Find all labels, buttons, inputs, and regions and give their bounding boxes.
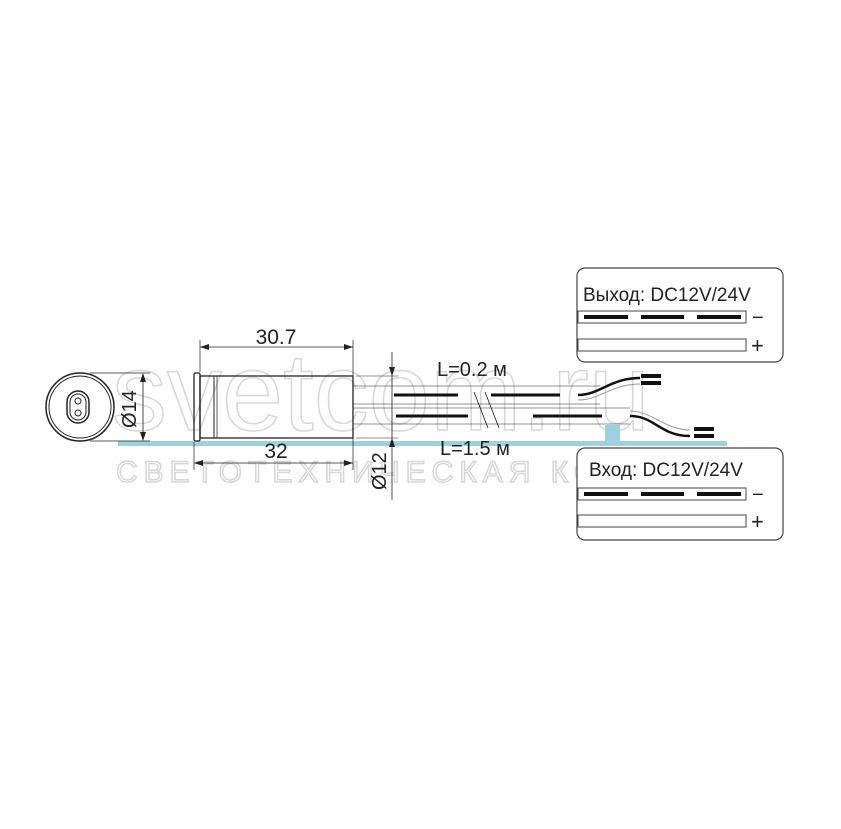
- wire-short-length: L=0.2 м: [437, 359, 507, 381]
- surface-tab: [605, 425, 620, 442]
- diameter-body-label: Ø12: [369, 452, 391, 490]
- sensor-front-view: [45, 372, 150, 442]
- mounting-surface: [118, 441, 727, 446]
- input-title: Вход: DC12V/24V: [589, 460, 743, 481]
- input-box: Вход: DC12V/24V − +: [576, 447, 784, 541]
- input-minus: −: [752, 484, 764, 506]
- wire-long-length: L=1.5 м: [440, 438, 510, 460]
- output-title: Выход: DC12V/24V: [583, 285, 751, 306]
- wires: [394, 374, 714, 438]
- diameter-head-label: Ø14: [119, 390, 141, 428]
- output-minus: −: [752, 307, 764, 329]
- output-box: Выход: DC12V/24V − +: [576, 267, 784, 363]
- watermark-brand: svetcom.ru: [112, 331, 650, 454]
- output-plus: +: [751, 333, 764, 358]
- body-length-label: 30.7: [256, 326, 297, 349]
- total-length-label: 32: [264, 440, 287, 463]
- input-plus: +: [751, 509, 764, 534]
